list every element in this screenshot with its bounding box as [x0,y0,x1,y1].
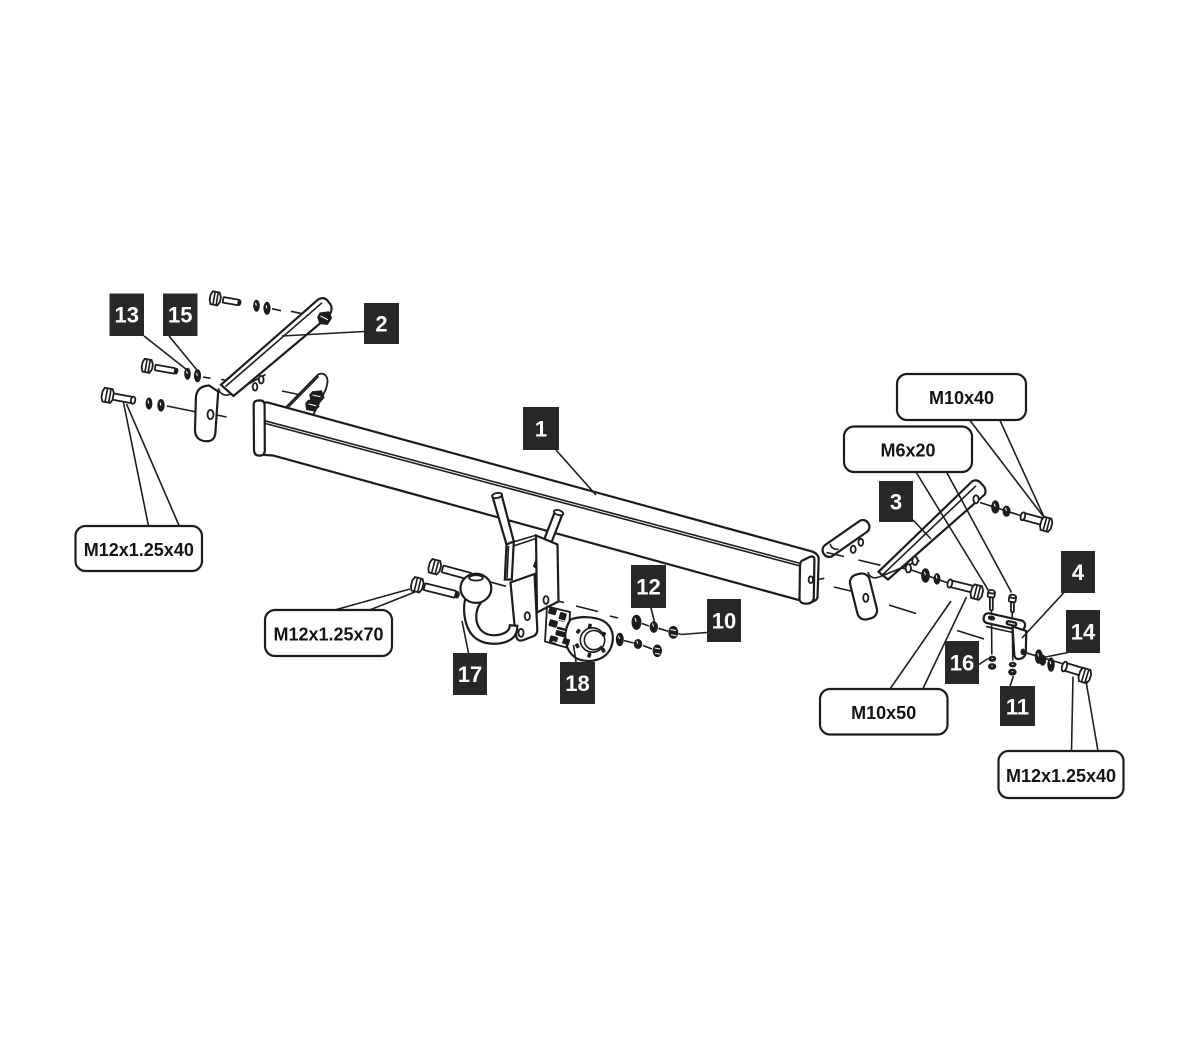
svg-text:14: 14 [1071,620,1096,645]
svg-text:15: 15 [168,303,192,328]
svg-text:3: 3 [890,490,902,515]
svg-text:M10x40: M10x40 [929,388,994,408]
svg-text:10: 10 [712,609,736,634]
svg-text:12: 12 [636,575,660,600]
svg-text:M12x1.25x40: M12x1.25x40 [1006,766,1116,786]
svg-text:M12x1.25x70: M12x1.25x70 [273,625,383,645]
svg-text:11: 11 [1006,695,1029,720]
svg-text:18: 18 [565,671,589,696]
svg-text:16: 16 [950,651,974,676]
svg-text:M12x1.25x40: M12x1.25x40 [84,540,194,560]
svg-text:M10x50: M10x50 [851,703,916,723]
svg-text:13: 13 [114,303,138,328]
svg-text:2: 2 [375,312,387,337]
svg-text:4: 4 [1072,560,1085,585]
svg-text:1: 1 [535,417,547,442]
svg-text:17: 17 [458,662,482,687]
svg-text:M6x20: M6x20 [880,441,935,461]
